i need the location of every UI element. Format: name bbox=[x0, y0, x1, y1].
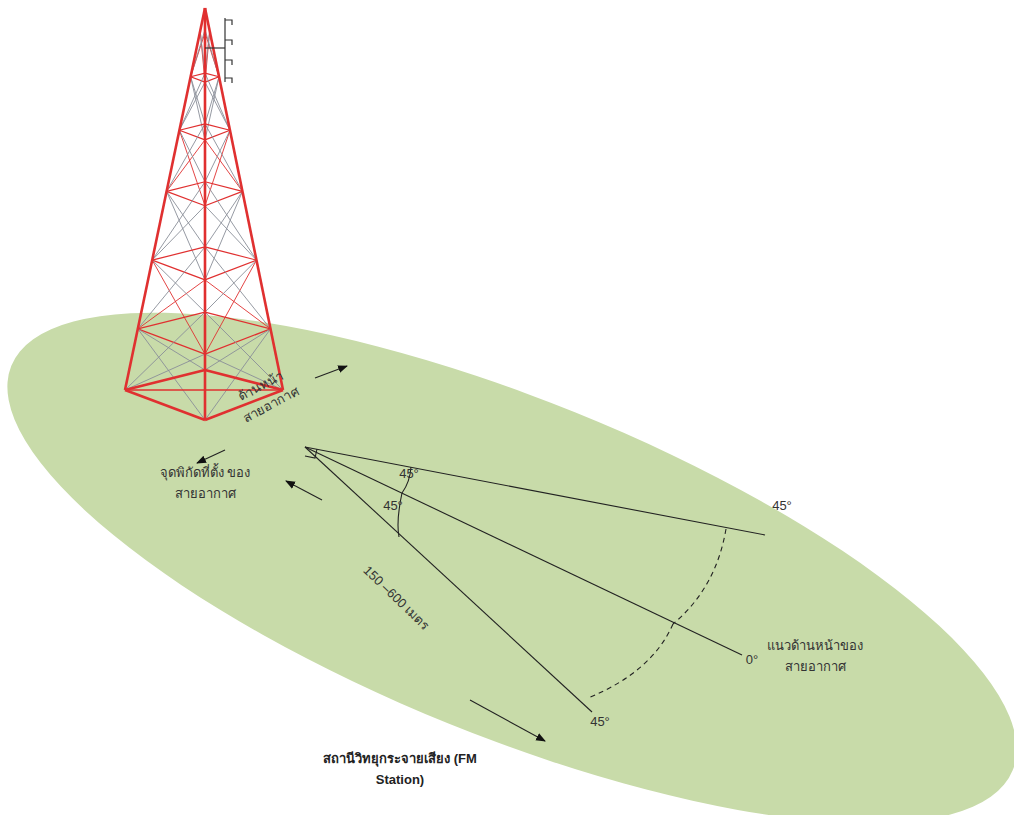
angle-label: 45° bbox=[399, 464, 419, 485]
tower-member bbox=[138, 329, 205, 370]
tower-member bbox=[205, 191, 242, 247]
antenna-elements bbox=[205, 18, 232, 83]
tower-member bbox=[125, 370, 205, 390]
tower-member bbox=[152, 260, 205, 312]
tower-member bbox=[205, 329, 271, 354]
tower-member bbox=[125, 312, 205, 390]
tower-member bbox=[191, 77, 205, 124]
tower-member bbox=[205, 8, 283, 390]
tower-member bbox=[204, 8, 206, 370]
tower-member bbox=[152, 206, 205, 260]
tower-member bbox=[205, 260, 256, 354]
tower-member bbox=[179, 73, 205, 130]
tower-member bbox=[205, 260, 256, 280]
tower-member bbox=[152, 247, 205, 260]
antenna-location-label: จุดพิกัดที่ตั้ง ของสายอากาศ bbox=[150, 463, 260, 505]
front-line-label: แนวด้านหน้าของ สายอากาศ bbox=[755, 636, 875, 678]
tower-member bbox=[205, 247, 271, 329]
angle-label: 45° bbox=[772, 496, 792, 517]
tower-member bbox=[138, 247, 205, 329]
station-label: สถานีวิทยุกระจายเสียง (FM Station) bbox=[323, 749, 478, 791]
angle-label: 45° bbox=[383, 496, 403, 517]
radio-tower bbox=[125, 8, 283, 420]
tower-member bbox=[125, 390, 205, 420]
tower-member bbox=[205, 77, 219, 140]
direction-fan bbox=[197, 366, 765, 741]
tower-member bbox=[138, 312, 205, 329]
angle-label: 0° bbox=[746, 650, 758, 671]
tower-member bbox=[205, 247, 256, 260]
tower-member bbox=[205, 329, 271, 370]
tower-member bbox=[125, 8, 205, 390]
tower-member bbox=[138, 329, 205, 354]
tower-member bbox=[205, 191, 242, 280]
tower-member bbox=[152, 260, 205, 280]
tower-member bbox=[205, 124, 230, 130]
tower-member bbox=[167, 191, 205, 247]
tower-member bbox=[205, 73, 230, 130]
ground-area bbox=[0, 210, 1014, 815]
tower-member bbox=[179, 130, 205, 182]
tower-member bbox=[179, 130, 205, 206]
tower-member bbox=[205, 73, 219, 77]
tower-member bbox=[205, 130, 230, 206]
tower-member bbox=[205, 260, 256, 312]
angle-label: 45° bbox=[590, 712, 610, 733]
tower-member bbox=[205, 312, 271, 329]
tower-member bbox=[205, 206, 256, 260]
tower-member bbox=[179, 124, 205, 130]
tower-member bbox=[167, 191, 205, 280]
tower-member bbox=[152, 260, 205, 354]
tower-member bbox=[205, 130, 230, 182]
tower-member bbox=[191, 73, 205, 77]
tower-member bbox=[125, 354, 205, 390]
tower-member bbox=[204, 8, 207, 420]
